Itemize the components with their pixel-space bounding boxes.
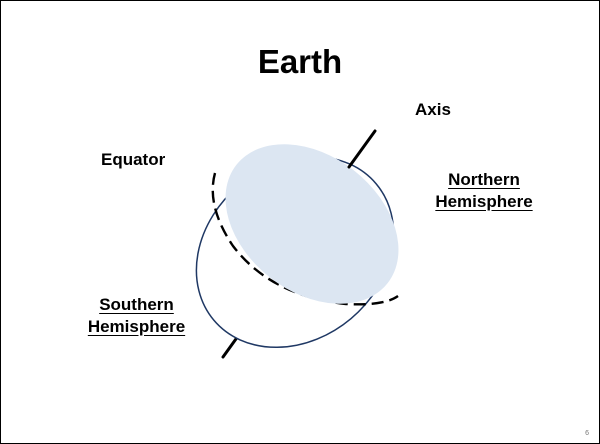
northern-hemisphere-line-2: Hemisphere [435,192,533,211]
northern-hemisphere-face [225,144,399,304]
southern-hemisphere-line-2: Hemisphere [87,317,186,336]
axis-line-north [347,129,377,169]
southern-hemisphere-line-1: Southern [99,295,174,314]
page-number: 6 [585,430,589,437]
equator-label: Equator [101,150,166,169]
northern-hemisphere-label: Northern Hemisphere [428,169,540,213]
axis-label: Axis [415,100,451,119]
slide-title: Earth [257,43,343,80]
northern-hemisphere-line-1: Northern [448,170,520,189]
southern-hemisphere-label: Southern Hemisphere [69,294,204,338]
equator-line [211,172,399,306]
